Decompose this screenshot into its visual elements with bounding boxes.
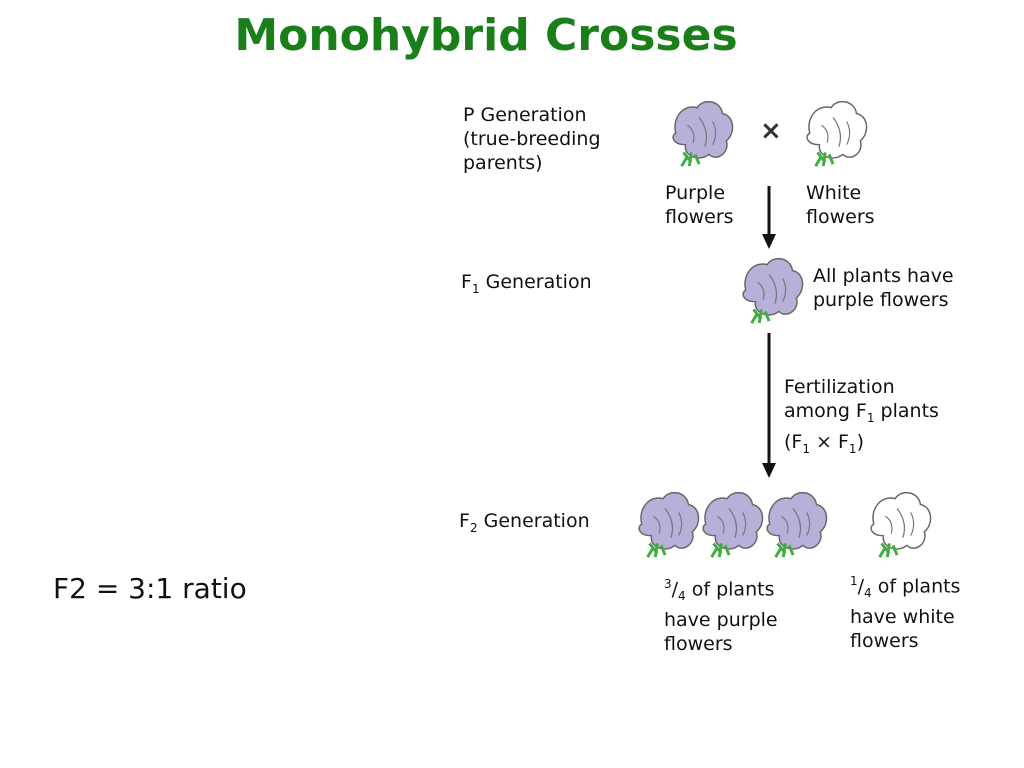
f2-generation-label: F2 Generation	[459, 510, 590, 535]
p-generation-label: P Generation (true-breeding parents)	[463, 104, 601, 174]
arrow-p-to-f1	[762, 186, 776, 249]
f2-purple-flower	[696, 487, 768, 561]
purple-parent-flower	[666, 96, 738, 170]
f2-purple-fraction-label: 3/4 of plants have purple flowers	[664, 577, 778, 656]
cross-symbol: ×	[760, 116, 782, 146]
purple-parent-label: Purple flowers	[665, 182, 734, 228]
f2-white-flower	[864, 487, 936, 561]
f1-purple-flower	[736, 253, 808, 327]
fertilization-label: Fertilization among F1 plants (F1 × F1)	[784, 376, 939, 456]
ratio-text: F2 = 3:1 ratio	[53, 572, 247, 605]
f2-white-fraction-label: 1/4 of plants have white flowers	[850, 574, 961, 653]
arrow-f1-to-f2	[762, 333, 776, 478]
f2-purple-flower	[632, 487, 704, 561]
f1-generation-label: F1 Generation	[461, 271, 592, 296]
white-parent-label: White flowers	[806, 182, 875, 228]
f2-purple-flower	[760, 487, 832, 561]
f1-result-label: All plants have purple flowers	[813, 265, 954, 311]
white-parent-flower	[800, 96, 872, 170]
page-title: Monohybrid Crosses	[234, 10, 738, 61]
